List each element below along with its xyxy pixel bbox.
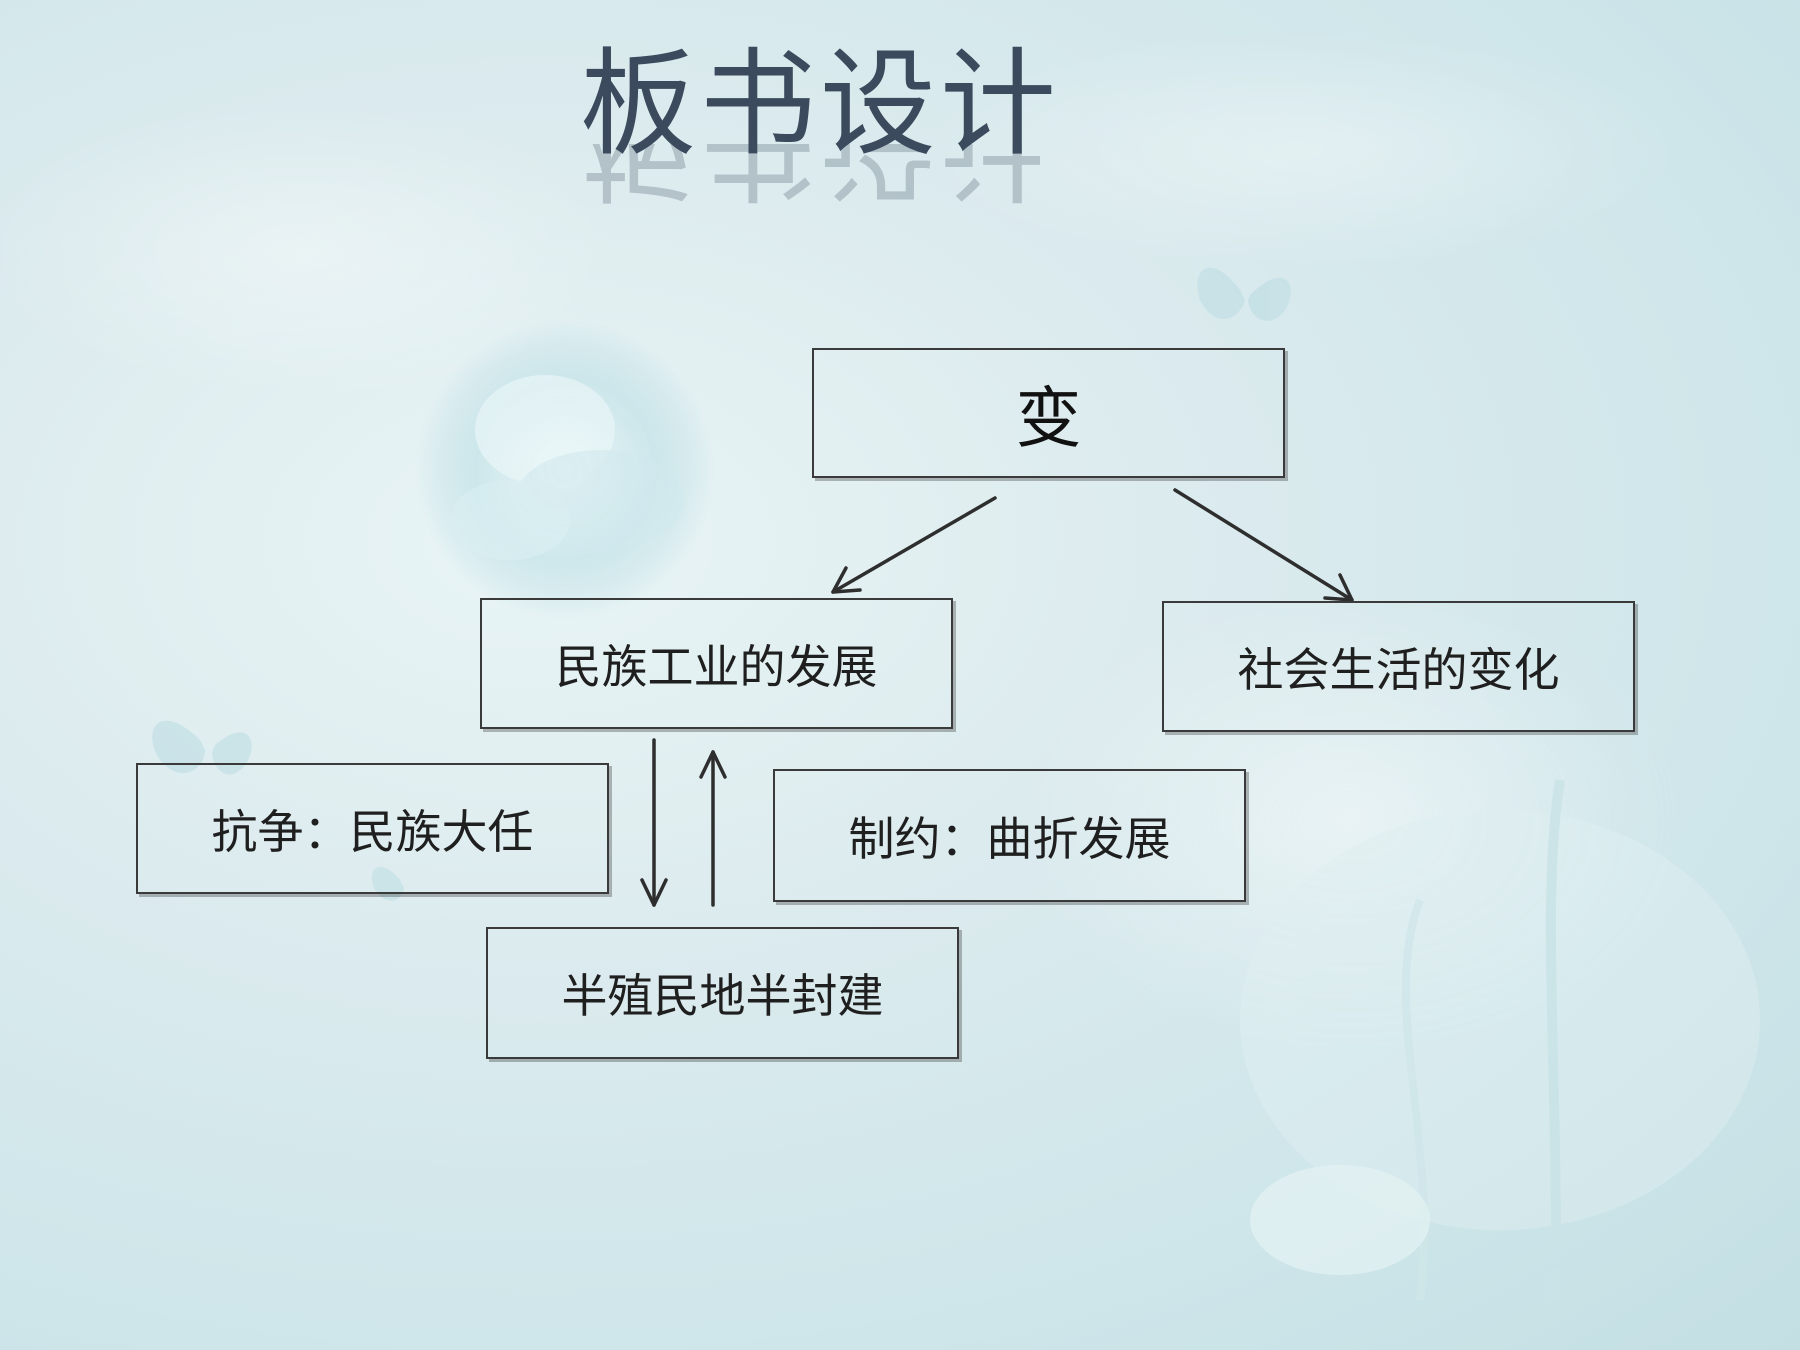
arrow-top-to-left	[831, 496, 997, 594]
diagram-node-semi-colonial: 半殖民地半封建	[486, 927, 959, 1059]
page-title-wrap: 板书设计 板书设计	[580, 37, 1060, 211]
diagram-node-resistance: 抗争：民族大任	[136, 763, 609, 894]
arrow-left-to-bottom	[640, 738, 668, 907]
arrow-bottom-to-left	[699, 750, 727, 907]
diagram-node-change: 变	[812, 348, 1285, 478]
page-title: 板书设计	[580, 37, 1060, 172]
arrow-top-to-right	[1173, 488, 1354, 602]
rose-flower-art	[415, 320, 715, 620]
diagram-node-restriction: 制约：曲折发展	[773, 769, 1246, 902]
page-title-reflection: 板书设计	[580, 144, 1040, 210]
diagram-node-social-life: 社会生活的变化	[1162, 601, 1635, 732]
diagram-node-national-industry: 民族工业的发展	[480, 598, 953, 729]
